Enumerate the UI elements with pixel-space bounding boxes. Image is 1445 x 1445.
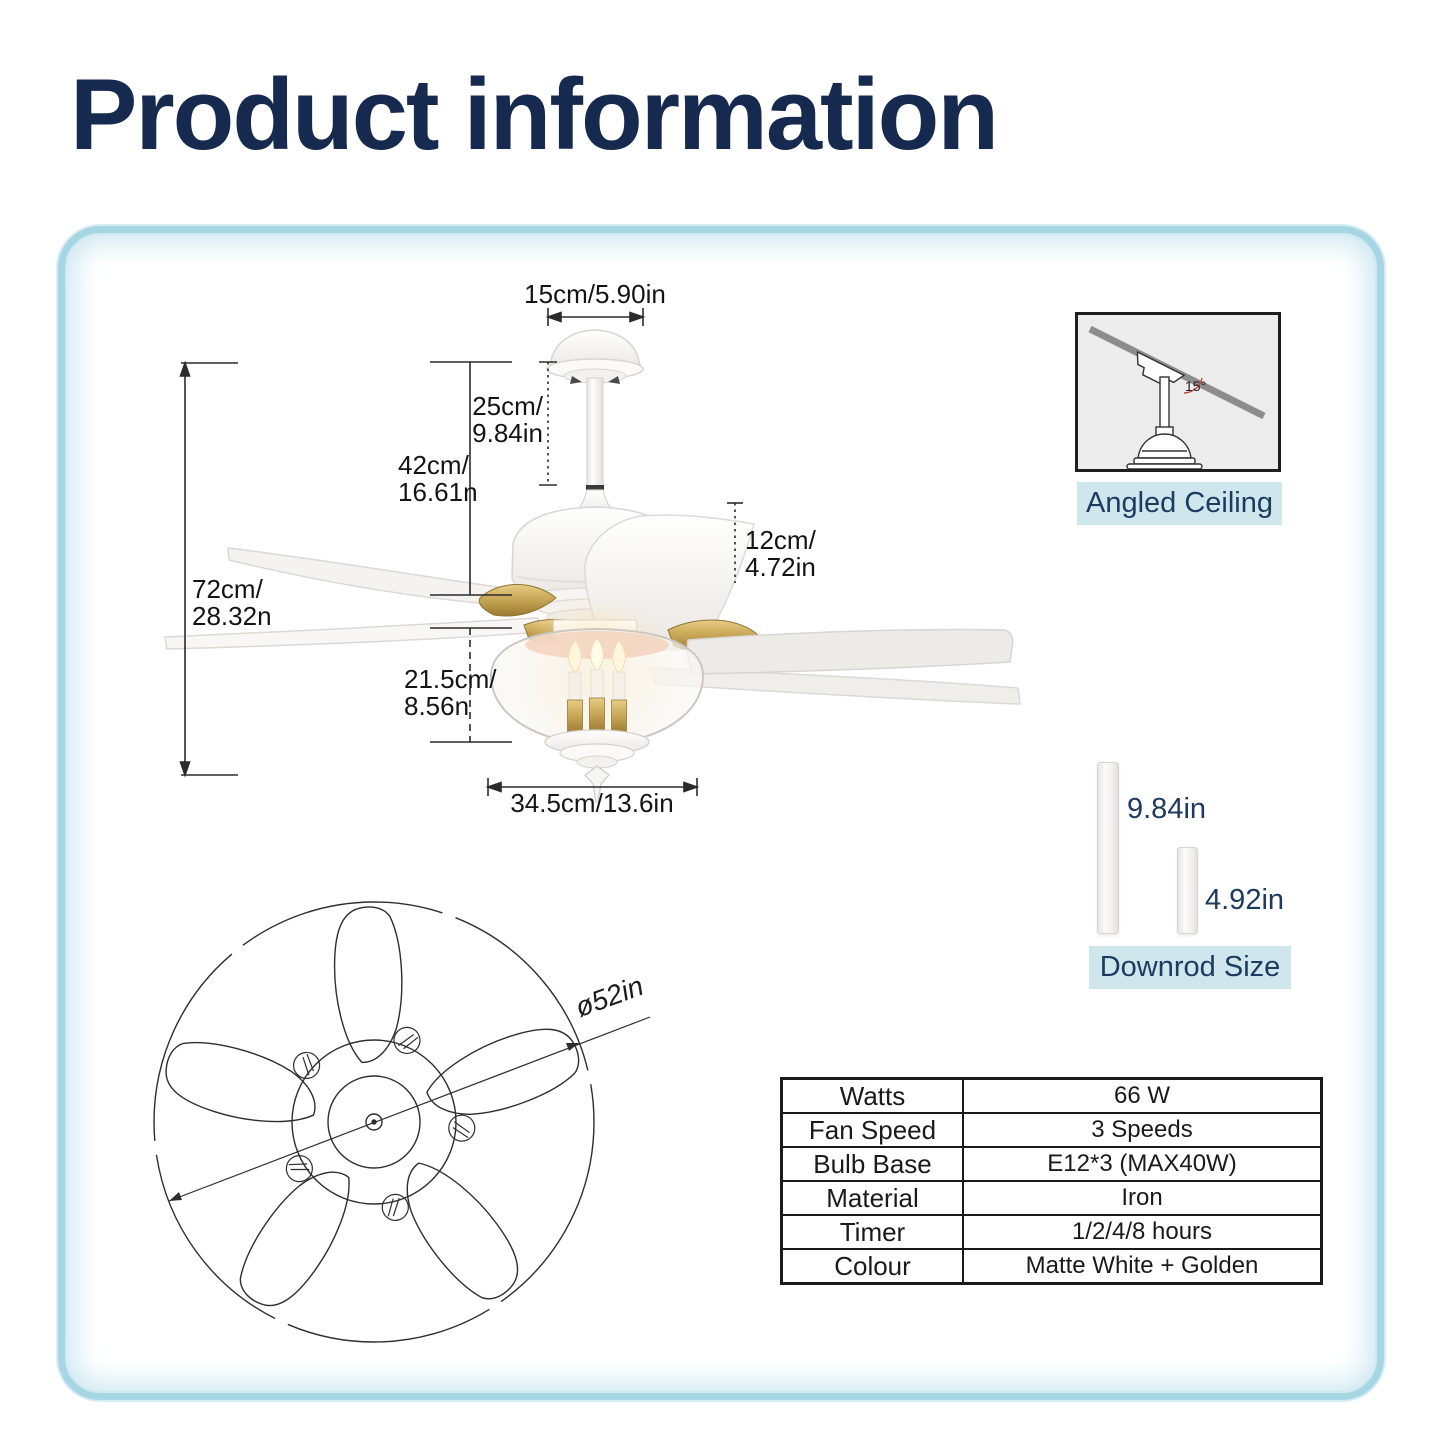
spec-label: Timer — [780, 1214, 964, 1250]
dim-blade-drop: 12cm/ 4.72in — [745, 527, 816, 581]
fan-downrod — [568, 377, 622, 518]
spec-value: E12*3 (MAX40W) — [962, 1146, 1323, 1182]
dim-downrod-length-line1: 25cm/ — [472, 391, 543, 421]
dim-light-height: 21.5cm/ 8.56n — [404, 666, 497, 720]
angled-ceiling-drawing — [1088, 325, 1266, 470]
spec-value: 3 Speeds — [962, 1112, 1323, 1148]
spec-value: Iron — [962, 1180, 1323, 1216]
dim-upper-height-line1: 42cm/ — [398, 450, 469, 480]
dim-light-height-line1: 21.5cm/ — [404, 664, 497, 694]
spec-table: Watts 66 W Fan Speed 3 Speeds Bulb Base … — [780, 1077, 1323, 1285]
dim-upper-height-line2: 16.61n — [398, 477, 478, 507]
blade-sweep-circle — [153, 901, 595, 1343]
bottom-view-blade-locks — [285, 1026, 476, 1221]
table-row: Bulb Base E12*3 (MAX40W) — [780, 1146, 1323, 1182]
fan-bottom-view-drawing — [153, 901, 651, 1343]
dim-light-width: 34.5cm/13.6in — [510, 788, 674, 818]
table-row: Watts 66 W — [780, 1077, 1323, 1114]
dim-upper-height: 42cm/ 16.61n — [398, 452, 478, 506]
table-row: Timer 1/2/4/8 hours — [780, 1214, 1323, 1250]
spec-value: 66 W — [962, 1077, 1323, 1114]
fan-glass-bowl — [489, 596, 705, 760]
page-title: Product information — [70, 59, 999, 171]
dimension-lines — [179, 308, 743, 796]
dim-light-height-line2: 8.56n — [404, 691, 470, 721]
spec-label: Bulb Base — [780, 1146, 964, 1182]
dim-blade-drop-line2: 4.72in — [745, 552, 816, 582]
fan-side-view-illustration — [164, 308, 1021, 803]
spec-value: Matte White + Golden — [962, 1248, 1323, 1285]
dim-total-height: 72cm/ 28.32n — [192, 576, 272, 630]
dim-downrod-length: 25cm/ 9.84in — [425, 393, 543, 447]
spec-label: Watts — [780, 1077, 964, 1114]
fan-blade-lower-right — [648, 667, 1021, 705]
downrod-long-label: 9.84in — [1127, 793, 1207, 825]
inset-canopy — [1136, 350, 1186, 386]
spec-label: Colour — [780, 1248, 964, 1285]
dim-blade-drop-line1: 12cm/ — [745, 525, 816, 555]
table-row: Material Iron — [780, 1180, 1323, 1216]
candelabra-bulbs — [567, 637, 627, 735]
inset-angle-arc — [1183, 377, 1203, 394]
spec-value: 1/2/4/8 hours — [962, 1214, 1323, 1250]
dim-downrod-length-line2: 9.84in — [472, 418, 543, 448]
fan-bottom-cap-finial — [544, 729, 650, 803]
dim-total-height-line2: 28.32n — [192, 601, 272, 631]
fan-blade-right — [686, 628, 1014, 675]
angled-ceiling-caption: Angled Ceiling — [1077, 482, 1282, 525]
table-row: Colour Matte White + Golden — [780, 1248, 1323, 1285]
inset-motor-bell — [1126, 426, 1203, 470]
inset-downrod — [1159, 376, 1170, 432]
downrod-long — [1097, 762, 1119, 934]
downrod-size-caption: Downrod Size — [1089, 946, 1291, 989]
table-row: Fan Speed 3 Speeds — [780, 1112, 1323, 1148]
fan-canopy — [546, 329, 644, 384]
downrod-short — [1177, 847, 1198, 934]
spec-label: Material — [780, 1180, 964, 1216]
dim-canopy-width: 15cm/5.90in — [524, 279, 666, 309]
dim-total-height-line1: 72cm/ — [192, 574, 263, 604]
bottom-view-blades — [165, 906, 580, 1307]
inset-angle-label: 15° — [1185, 378, 1207, 394]
downrod-short-label: 4.92in — [1205, 884, 1285, 916]
spec-label: Fan Speed — [780, 1112, 964, 1148]
angled-ceiling-inset — [1075, 312, 1281, 472]
bottom-view-hub — [291, 1039, 457, 1205]
